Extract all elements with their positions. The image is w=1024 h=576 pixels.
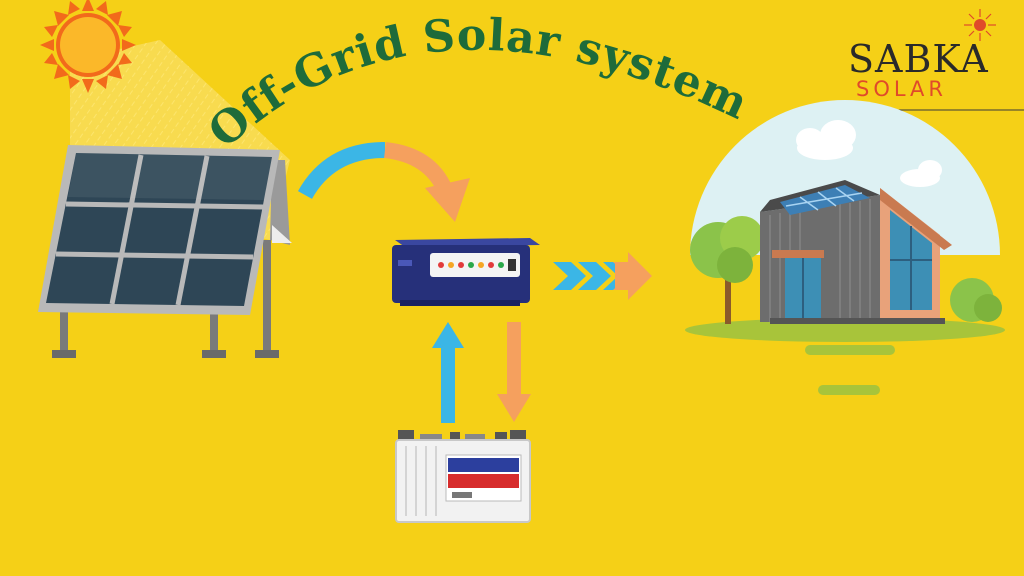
panel-to-inverter-arrow bbox=[298, 142, 470, 222]
house-icon bbox=[760, 180, 952, 324]
logo-sub: SOLAR bbox=[856, 77, 947, 101]
inverter-to-house-arrow bbox=[553, 252, 652, 300]
house-scene bbox=[680, 100, 1010, 415]
inverter-to-battery-arrow bbox=[497, 322, 531, 422]
inverter-icon bbox=[392, 238, 540, 306]
bush-icon bbox=[950, 278, 1002, 322]
diagram-title: Off-Grid Solar system bbox=[199, 10, 756, 158]
solar-panel-icon bbox=[38, 145, 292, 358]
logo-sun-icon bbox=[964, 9, 996, 41]
battery-icon bbox=[395, 430, 531, 523]
logo: SABKA SOLAR bbox=[840, 9, 1024, 111]
sun-icon bbox=[40, 0, 136, 93]
tree-icon bbox=[690, 216, 764, 324]
logo-brand: SABKA bbox=[848, 37, 989, 81]
cloud-icon bbox=[796, 120, 942, 187]
battery-to-inverter-arrow bbox=[432, 322, 464, 423]
